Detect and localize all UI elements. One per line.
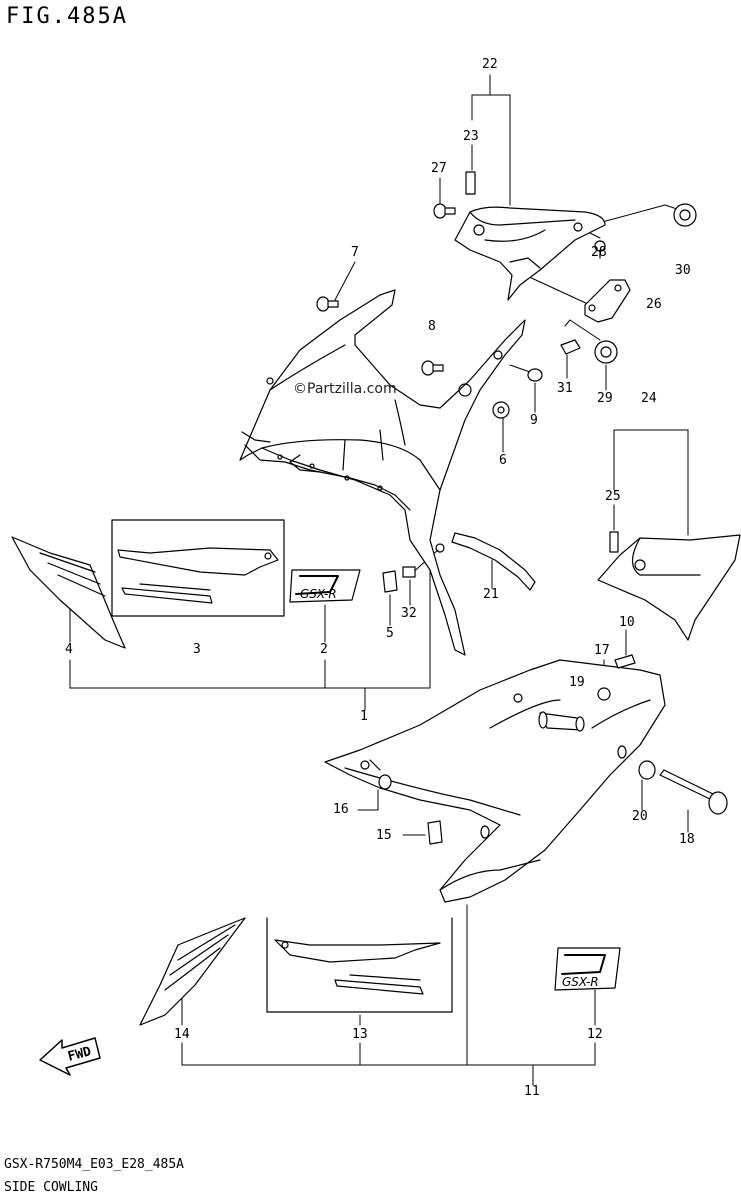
model-code: GSX-R750M4_E03_E28_485A — [4, 1157, 185, 1172]
callout-28: 28 — [591, 245, 607, 260]
figure-title: FIG.485A — [6, 4, 128, 29]
cushion-5 — [382, 570, 398, 593]
callout-13: 13 — [352, 1027, 368, 1042]
callout-15: 15 — [376, 828, 392, 843]
collar-19 — [538, 711, 585, 732]
fwd-arrow-icon — [39, 1037, 101, 1076]
callout-11: 11 — [524, 1084, 540, 1099]
cushion-31 — [560, 339, 581, 355]
grommet-20 — [638, 760, 656, 780]
callout-21: 21 — [483, 587, 499, 602]
callout-10: 10 — [619, 615, 635, 630]
grommet-29 — [594, 340, 618, 364]
grommet-17 — [597, 687, 611, 701]
callout-27: 27 — [431, 161, 447, 176]
emblem-12: GSX-R — [554, 947, 621, 991]
emblem-2: GSX-R — [289, 569, 361, 603]
callout-7: 7 — [351, 245, 359, 260]
decal-box-3 — [111, 519, 285, 617]
stripe-decal-14 — [139, 917, 246, 1026]
callout-2: 2 — [320, 642, 328, 657]
callout-8: 8 — [428, 319, 436, 334]
callout-1: 1 — [360, 709, 368, 724]
screw-16 — [369, 759, 392, 790]
callout-23: 23 — [463, 129, 479, 144]
svg-text:GSX-R: GSX-R — [562, 975, 599, 989]
upper-bracket-part — [454, 206, 606, 301]
callout-6: 6 — [499, 453, 507, 468]
callout-24: 24 — [641, 391, 657, 406]
side-cowling-main — [239, 289, 526, 656]
callout-12: 12 — [587, 1027, 603, 1042]
callout-4: 4 — [65, 642, 73, 657]
trim-strip-21 — [451, 532, 536, 591]
grommet-6 — [492, 401, 510, 419]
block-15 — [427, 820, 443, 845]
callout-32: 32 — [401, 606, 417, 621]
callout-25: 25 — [605, 489, 621, 504]
label-plate-25 — [609, 531, 619, 553]
callout-29: 29 — [597, 391, 613, 406]
callout-14: 14 — [174, 1027, 190, 1042]
screw-7 — [316, 296, 339, 312]
callout-30: 30 — [675, 263, 691, 278]
grommet-30 — [673, 203, 697, 227]
callout-18: 18 — [679, 832, 695, 847]
callout-17: 17 — [594, 643, 610, 658]
figure-name: SIDE COWLING — [4, 1180, 98, 1195]
screw-28 — [594, 240, 606, 259]
nut-32 — [402, 566, 416, 578]
callout-31: 31 — [557, 381, 573, 396]
callout-26: 26 — [646, 297, 662, 312]
bolt-18 — [659, 769, 728, 815]
nut-9 — [527, 368, 543, 382]
callout-19: 19 — [569, 675, 585, 690]
callout-3: 3 — [193, 642, 201, 657]
inner-panel-25 — [597, 534, 741, 641]
stripe-decal-4 — [11, 536, 126, 649]
screw-8 — [421, 360, 444, 376]
callout-9: 9 — [530, 413, 538, 428]
callout-5: 5 — [386, 626, 394, 641]
callout-22: 22 — [482, 57, 498, 72]
label-plate-23 — [465, 171, 476, 195]
lower-cowling — [324, 659, 666, 903]
screw-27 — [433, 203, 456, 219]
watermark: ©Partzilla.com — [293, 381, 397, 397]
stay-bracket-26 — [584, 279, 631, 323]
svg-text:GSX-R: GSX-R — [300, 587, 337, 601]
callout-20: 20 — [632, 809, 648, 824]
callout-16: 16 — [333, 802, 349, 817]
decal-box-13 — [266, 917, 453, 1013]
cushion-10 — [614, 654, 636, 669]
